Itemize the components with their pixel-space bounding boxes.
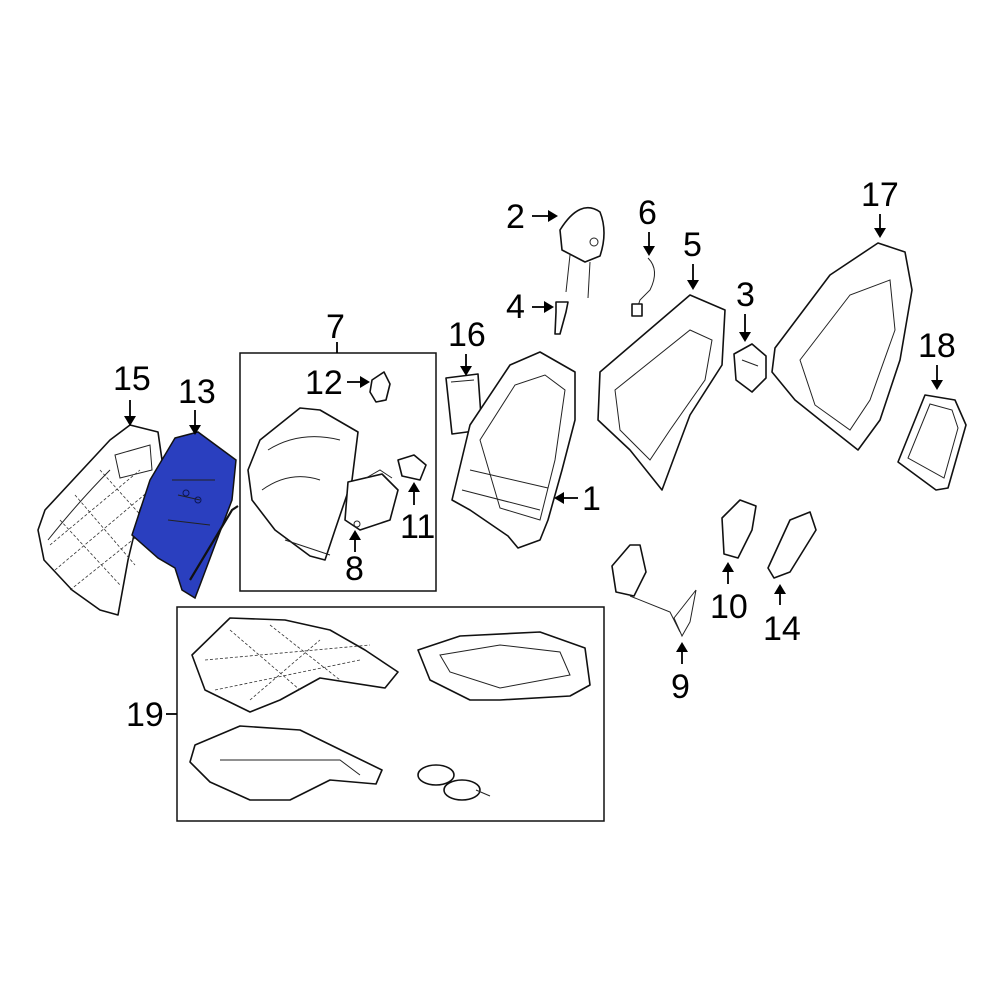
callout-8: 8 (345, 550, 364, 588)
part-17-back-cover[interactable] (771, 242, 913, 451)
part-3-motor[interactable] (733, 343, 767, 393)
callout-12: 12 (305, 364, 343, 402)
part-12-clip[interactable] (369, 371, 391, 403)
callout-1: 1 (582, 480, 601, 518)
leader-arrows (124, 210, 943, 715)
callout-2: 2 (506, 198, 525, 236)
callout-5: 5 (683, 226, 702, 264)
callout-7: 7 (326, 308, 345, 346)
part-14-side-trim[interactable] (767, 511, 817, 579)
group-box-7 (239, 352, 437, 592)
callout-19: 19 (126, 696, 164, 734)
callout-4: 4 (506, 288, 525, 326)
callout-15: 15 (113, 360, 151, 398)
part-19-cushion-cover[interactable] (191, 617, 399, 713)
part-4-guide[interactable] (554, 301, 569, 335)
callout-16: 16 (448, 316, 486, 354)
part-10-cover[interactable] (721, 499, 757, 559)
callout-17: 17 (861, 176, 899, 214)
callout-6: 6 (638, 194, 657, 232)
part-5-cushion-frame[interactable] (597, 294, 726, 491)
part-11-connector[interactable] (397, 454, 427, 481)
callout-13: 13 (178, 373, 216, 411)
part-6-cable[interactable] (631, 257, 655, 317)
part-2-headrest[interactable] (559, 207, 605, 299)
callout-11: 11 (400, 508, 435, 546)
part-1-backrest-frame[interactable] (451, 351, 576, 549)
part-8-module[interactable] (344, 469, 399, 531)
part-19-sensor-mat[interactable] (417, 764, 491, 801)
part-9-switch[interactable] (611, 544, 697, 638)
part-19-cushion-pad[interactable] (189, 725, 383, 801)
callout-18: 18 (918, 327, 956, 365)
part-19-cushion-pan[interactable] (417, 631, 591, 701)
callout-3: 3 (736, 276, 755, 314)
callout-9: 9 (671, 668, 690, 706)
callout-14: 14 (763, 610, 801, 648)
callout-10: 10 (710, 588, 748, 626)
part-18-trim[interactable] (897, 394, 967, 491)
part-13-backrest-panel[interactable] (131, 431, 239, 600)
part-7-back-shell[interactable] (247, 407, 359, 561)
